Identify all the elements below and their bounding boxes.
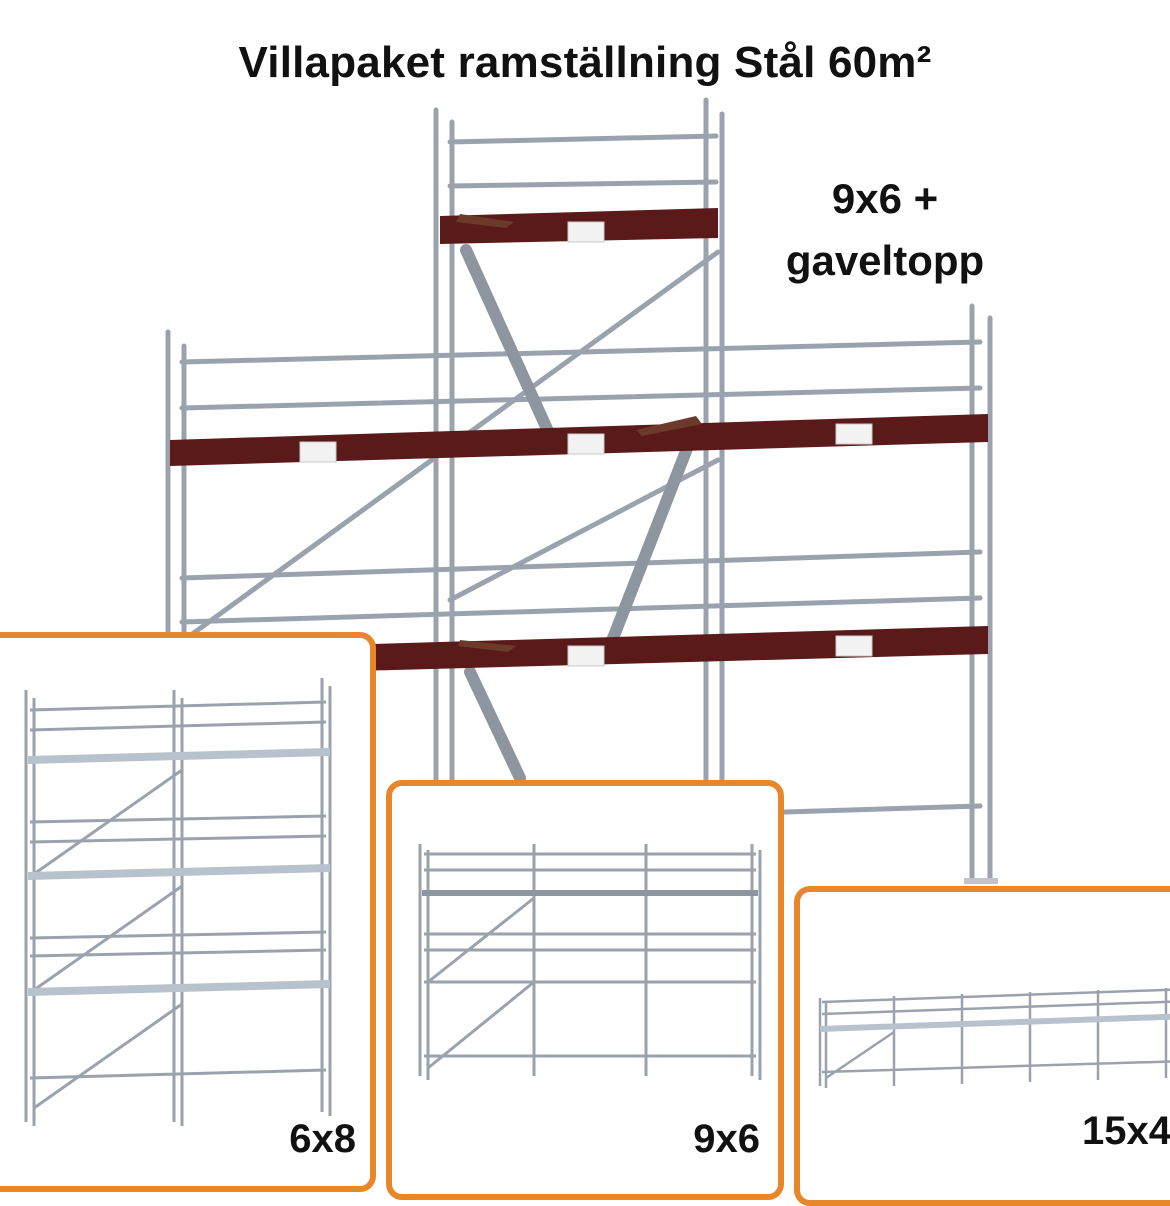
- scaffold-6x8-illustration: [24, 678, 332, 1126]
- main-scaffold-label-line1: 9x6 +: [831, 175, 939, 222]
- scaffold-card-15x4[interactable]: 15x4: [794, 886, 1170, 1206]
- main-scaffold-label-line2: gaveltopp: [785, 237, 985, 284]
- scaffold-card-9x6[interactable]: 9x6: [386, 780, 784, 1200]
- scaffold-15x4-illustration: [818, 988, 1170, 1088]
- main-scaffold-label: 9x6 + gaveltopp: [760, 168, 1010, 292]
- card-label-6x8: 6x8: [289, 1117, 356, 1161]
- scaffold-9x6-illustration: [418, 844, 762, 1080]
- card-label-15x4: 15x4: [1082, 1109, 1170, 1153]
- scaffold-card-6x8[interactable]: 6x8: [0, 632, 376, 1192]
- card-label-9x6: 9x6: [693, 1117, 760, 1161]
- page-title: Villapaket ramställning Stål 60m²: [238, 38, 932, 87]
